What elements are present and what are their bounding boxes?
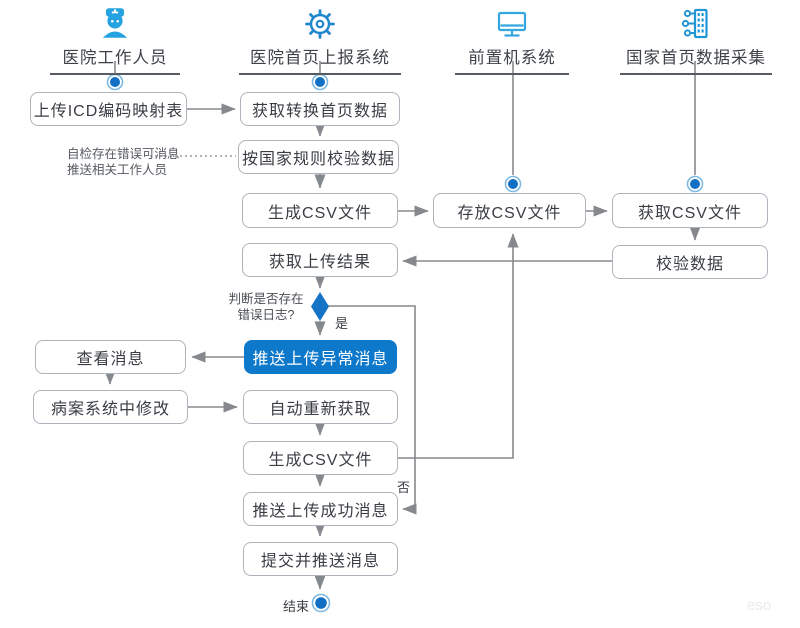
decision-label-line-2: 错误日志? <box>237 308 295 322</box>
branch-no-label: 否 <box>397 480 411 495</box>
watermark: eso <box>747 597 772 614</box>
node-fetch-result[interactable]: 获取上传结果 <box>242 243 398 277</box>
node-auto-refetch[interactable]: 自动重新获取 <box>243 390 398 424</box>
node-validate-national[interactable]: 按国家规则校验数据 <box>238 140 399 174</box>
branch-yes-label: 是 <box>335 316 349 331</box>
node-fetch-convert[interactable]: 获取转换首页数据 <box>240 92 400 126</box>
monitor-icon <box>455 4 569 42</box>
decision-label: 判断是否存在 错误日志? <box>227 291 305 323</box>
arrow-decision-no-to-push-success <box>328 305 417 515</box>
note-line-2: 推送相关工作人员 <box>67 163 168 177</box>
node-fetch-csv[interactable]: 获取CSV文件 <box>612 193 768 228</box>
lane-label-staff: 医院工作人员 <box>50 44 180 75</box>
node-modify-record[interactable]: 病案系统中修改 <box>33 390 188 424</box>
self-check-note: 自检存在错误可消息 推送相关工作人员 <box>67 146 237 178</box>
lane-header-staff: 医院工作人员 <box>50 4 180 75</box>
node-submit-push[interactable]: 提交并推送消息 <box>243 542 398 576</box>
node-view-msg[interactable]: 查看消息 <box>35 340 186 374</box>
node-gen-csv-1[interactable]: 生成CSV文件 <box>242 193 398 228</box>
lane-header-front-machine: 前置机系统 <box>455 4 569 75</box>
end-dot <box>311 593 331 613</box>
lane-label-national: 国家首页数据采集 <box>620 44 772 75</box>
node-validate-data[interactable]: 校验数据 <box>612 245 768 279</box>
lane-label-front-machine: 前置机系统 <box>455 44 569 75</box>
lane-label-report-system: 医院首页上报系统 <box>239 44 401 75</box>
node-upload-icd[interactable]: 上传ICD编码映射表 <box>30 92 187 126</box>
decision-label-line-1: 判断是否存在 <box>228 292 304 306</box>
data-collection-icon <box>620 4 772 42</box>
connection-dots <box>106 73 704 193</box>
end-label: 结束 <box>283 599 310 614</box>
decision-diamond[interactable] <box>311 292 329 321</box>
lane-header-national: 国家首页数据采集 <box>620 4 772 75</box>
note-line-1: 自检存在错误可消息 <box>67 147 180 161</box>
nurse-icon <box>50 4 180 42</box>
node-push-success[interactable]: 推送上传成功消息 <box>243 492 398 526</box>
gear-icon <box>239 4 401 42</box>
arrow-gen-csv2-to-store-csv <box>398 233 519 459</box>
lane-header-report-system: 医院首页上报系统 <box>239 4 401 75</box>
node-push-error[interactable]: 推送上传异常消息 <box>244 340 397 374</box>
node-gen-csv-2[interactable]: 生成CSV文件 <box>243 441 398 475</box>
node-store-csv[interactable]: 存放CSV文件 <box>433 193 586 228</box>
